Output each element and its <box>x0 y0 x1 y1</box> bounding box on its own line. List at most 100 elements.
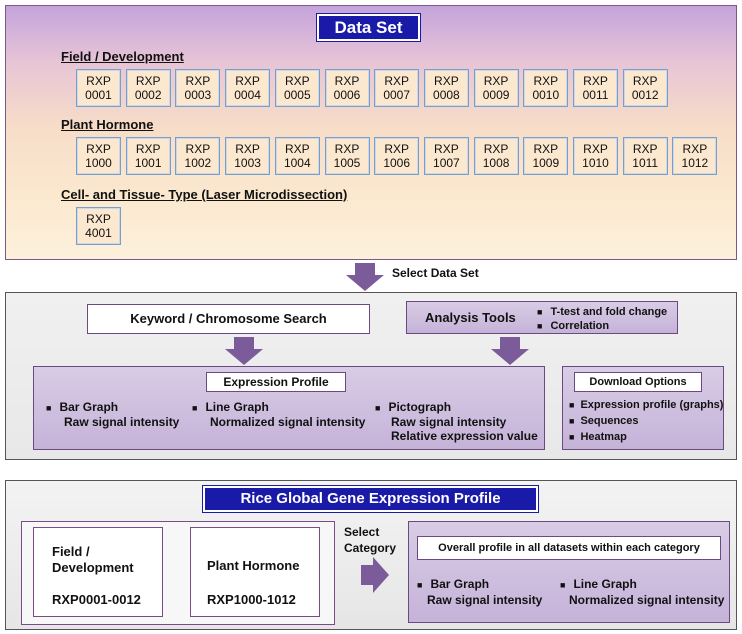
rxp-prefix: RXP <box>235 74 260 88</box>
download-sequences[interactable]: ■Sequences <box>569 415 639 427</box>
right-arrow-icon <box>361 557 389 593</box>
overall-bar-graph-option[interactable]: ■Bar Graph <box>417 577 490 591</box>
field-development-label: Field / Development <box>61 49 184 64</box>
pictograph-option[interactable]: ■Pictograph <box>375 400 452 414</box>
rxp-number: 0004 <box>234 88 261 102</box>
rxp-prefix: RXP <box>483 142 509 156</box>
rxp-number: 1010 <box>582 156 609 170</box>
rxp-prefix: RXP <box>284 74 310 88</box>
bar-graph-option[interactable]: ■Bar Graph <box>46 400 119 414</box>
rxp-prefix: RXP <box>434 142 459 156</box>
analysis-tools-box[interactable]: Analysis Tools ■T-test and fold change ■… <box>406 301 678 334</box>
rxp-prefix: RXP <box>583 74 608 88</box>
rxp-number: 1005 <box>333 156 361 170</box>
rxp-number: 0002 <box>134 88 162 102</box>
expression-profile-box: Expression Profile ■Bar Graph Raw signal… <box>33 366 545 450</box>
rxp-number: 1011 <box>632 156 659 170</box>
overall-line-graph-option[interactable]: ■Line Graph <box>560 577 637 591</box>
down-arrow-icon <box>491 337 529 365</box>
rxp-number: 1009 <box>532 156 560 170</box>
overall-line-graph-desc: Normalized signal intensity <box>569 593 725 607</box>
rxp-number: 0010 <box>532 88 560 102</box>
rxp-prefix: RXP <box>86 212 111 226</box>
analysis-item-ttest[interactable]: ■T-test and fold change <box>537 306 668 318</box>
rxp-prefix: RXP <box>185 74 211 88</box>
rxp-prefix: RXP <box>185 142 211 156</box>
pictograph-desc: Raw signal intensity <box>391 415 507 429</box>
rice-profile-panel: Rice Global Gene Expression Profile Fiel… <box>5 480 737 630</box>
rxp-prefix: RXP <box>86 142 111 156</box>
rxp-prefix: RXP <box>235 142 260 156</box>
rxp-number: 4001 <box>85 226 112 240</box>
dataset-title: Data Set <box>317 14 420 41</box>
select-category-label: Category <box>344 541 397 555</box>
line-graph-desc: Normalized signal intensity <box>210 415 366 429</box>
rxp-number: 1006 <box>383 156 411 170</box>
rxp-prefix: RXP <box>334 74 360 88</box>
cell-tissue-label: Cell- and Tissue- Type (Laser Microdisse… <box>61 187 348 202</box>
rxp-prefix: RXP <box>334 142 360 156</box>
bar-graph-desc: Raw signal intensity <box>64 415 180 429</box>
keyword-search-button[interactable]: Keyword / Chromosome Search <box>87 304 370 334</box>
pictograph-desc: Relative expression value <box>391 429 538 443</box>
down-arrow-icon <box>225 337 263 365</box>
rxp-number: 1003 <box>234 156 261 170</box>
expression-profile-title: Expression Profile <box>206 372 346 392</box>
rxp-prefix: RXP <box>384 142 410 156</box>
analysis-item-correlation[interactable]: ■Correlation <box>537 320 610 332</box>
field-category-label: Development <box>52 560 134 575</box>
plant-hormone-category[interactable]: Plant Hormone RXP1000-1012 <box>190 527 320 617</box>
select-arrow-icon <box>346 263 384 291</box>
overall-bar-graph-desc: Raw signal intensity <box>427 593 543 607</box>
tools-panel: Keyword / Chromosome Search Analysis Too… <box>5 292 737 460</box>
hormone-category-label: Plant Hormone <box>207 558 300 573</box>
rxp-number: 1007 <box>433 156 460 170</box>
rxp-prefix: RXP <box>533 142 559 156</box>
rxp-number: 0003 <box>184 88 212 102</box>
rxp-number: 1002 <box>184 156 212 170</box>
rxp-prefix: RXP <box>284 142 310 156</box>
download-options-box: Download Options ■Expression profile (gr… <box>562 366 724 450</box>
line-graph-option[interactable]: ■Line Graph <box>192 400 269 414</box>
select-data-set-label: Select Data Set <box>392 266 479 280</box>
rxp-number: 0001 <box>85 88 112 102</box>
download-expression-profile[interactable]: ■Expression profile (graphs) <box>569 399 724 411</box>
rxp-prefix: RXP <box>434 74 459 88</box>
rxp-number: 0009 <box>482 88 510 102</box>
download-heatmap[interactable]: ■Heatmap <box>569 431 627 443</box>
rxp-prefix: RXP <box>86 74 111 88</box>
rxp-prefix: RXP <box>632 142 658 156</box>
rxp-prefix: RXP <box>682 142 708 156</box>
field-development-category[interactable]: Field / Development RXP0001-0012 <box>33 527 163 617</box>
analysis-tools-label: Analysis Tools <box>425 310 516 325</box>
rxp-prefix: RXP <box>583 142 608 156</box>
rxp-number: 0011 <box>582 88 609 102</box>
